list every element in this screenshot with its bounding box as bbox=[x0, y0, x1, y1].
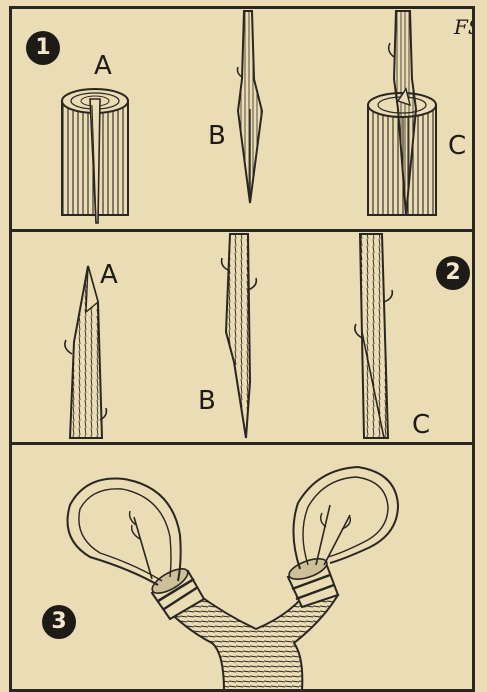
artist-signature: FS. bbox=[454, 17, 475, 37]
label-a: A bbox=[100, 262, 118, 288]
split-rootstock bbox=[62, 89, 128, 223]
label-b: B bbox=[208, 123, 226, 149]
step-2-badge: 2 bbox=[436, 256, 470, 290]
grafted-stock bbox=[368, 11, 436, 215]
scion-wedge bbox=[238, 11, 263, 203]
left-glass-bulb bbox=[68, 479, 181, 585]
protected-grafts-drawing bbox=[12, 445, 472, 691]
label-b: B bbox=[198, 388, 216, 414]
slanted-scion bbox=[222, 234, 257, 438]
cleft-graft-drawing bbox=[12, 9, 472, 229]
label-c: C bbox=[448, 133, 466, 159]
panel-protected-grafts: 3 bbox=[9, 442, 475, 692]
slanted-rootstock bbox=[65, 266, 107, 438]
label-c: C bbox=[412, 412, 430, 438]
label-a: A bbox=[94, 53, 112, 79]
panel-splice-graft: 2 A B C bbox=[9, 229, 475, 445]
step-1-badge: 1 bbox=[26, 31, 60, 65]
splice-graft-drawing bbox=[12, 232, 472, 442]
joined-graft bbox=[355, 234, 392, 438]
panel-cleft-graft: 1 A B C FS. bbox=[9, 6, 475, 232]
right-glass-bulb bbox=[293, 467, 398, 569]
step-3-badge: 3 bbox=[42, 605, 76, 639]
